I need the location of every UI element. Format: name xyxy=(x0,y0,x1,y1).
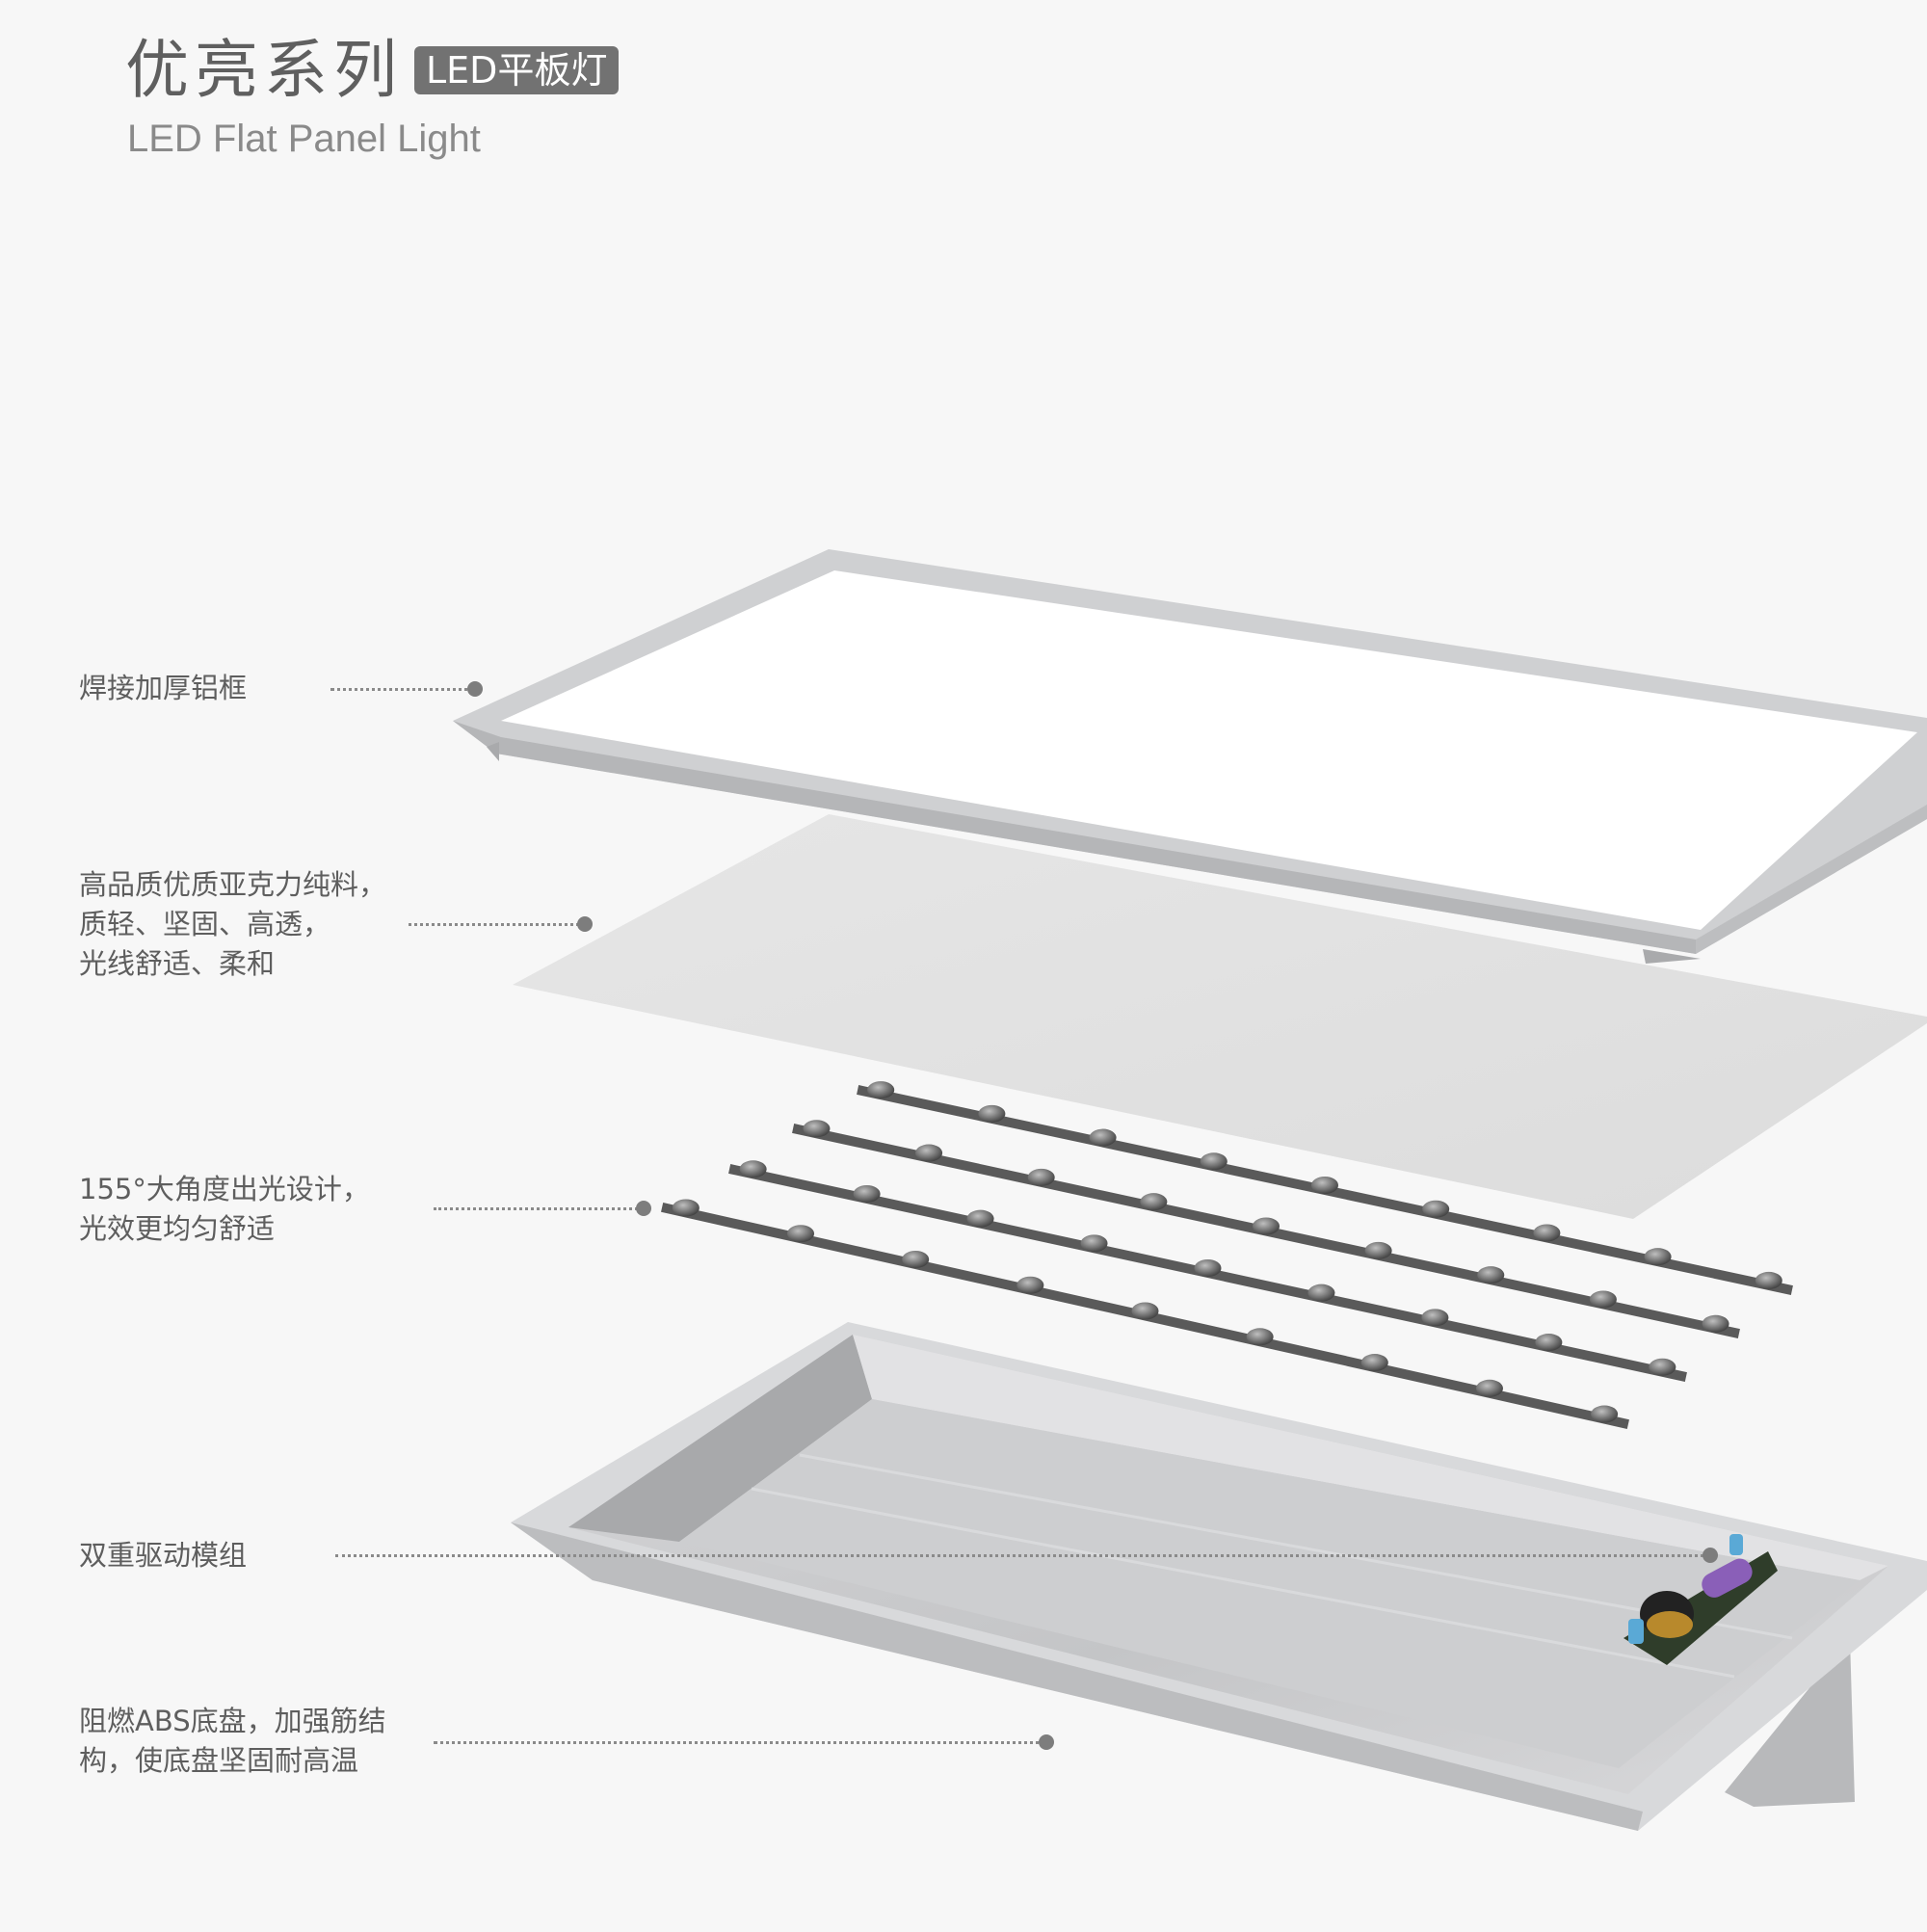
led-bead xyxy=(1131,1302,1159,1320)
led-bead xyxy=(1194,1259,1222,1277)
callout-frame: 焊接加厚铝框 xyxy=(79,672,248,704)
led-bead xyxy=(1591,1405,1619,1423)
led-bead xyxy=(803,1120,831,1138)
abs-base-tray xyxy=(511,1322,1927,1831)
callout-base: 阻燃ABS底盘，加强筋结 构，使底盘坚固耐高温 xyxy=(79,1705,386,1777)
leader-dot-led xyxy=(636,1201,651,1216)
led-bead xyxy=(915,1144,943,1162)
callout-driver: 双重驱动模组 xyxy=(79,1539,248,1572)
led-strips xyxy=(661,1081,1793,1429)
led-bead xyxy=(1311,1177,1338,1194)
leader-line-led xyxy=(434,1207,644,1210)
led-bead xyxy=(978,1104,1006,1123)
led-bead xyxy=(1080,1234,1108,1253)
led-bead xyxy=(1200,1152,1227,1171)
callout-led: 155°大角度出光设计， 光效更均匀舒适 xyxy=(79,1173,370,1245)
led-bead xyxy=(739,1160,767,1178)
leader-line-base xyxy=(434,1741,1046,1744)
product-badge: LED平板灯 xyxy=(414,46,620,94)
led-bead xyxy=(1307,1284,1335,1302)
leader-dot-driver xyxy=(1703,1548,1718,1563)
leader-dot-base xyxy=(1039,1734,1054,1750)
led-bead xyxy=(1421,1309,1449,1327)
led-bead xyxy=(1253,1217,1280,1235)
led-bead xyxy=(1246,1328,1274,1346)
leader-dot-diffuser xyxy=(577,916,593,932)
led-bead xyxy=(1140,1193,1168,1211)
series-title: 优亮系列 xyxy=(125,33,403,107)
led-bead xyxy=(1360,1354,1388,1372)
leader-line-driver xyxy=(335,1554,1710,1557)
led-bead xyxy=(1649,1358,1676,1376)
acrylic-diffuser-sheet xyxy=(513,814,1927,1219)
led-bead xyxy=(966,1209,994,1228)
aluminum-frame xyxy=(453,549,1927,964)
led-bead xyxy=(787,1225,815,1243)
led-bead xyxy=(1016,1276,1044,1294)
led-bead xyxy=(1644,1248,1672,1266)
driver-module xyxy=(1623,1534,1778,1665)
led-bead xyxy=(1027,1168,1055,1186)
led-bead xyxy=(902,1250,930,1268)
led-bead xyxy=(1477,1266,1505,1284)
led-bead xyxy=(1089,1128,1117,1147)
led-bead xyxy=(853,1184,881,1203)
english-subtitle: LED Flat Panel Light xyxy=(127,118,481,160)
led-bead xyxy=(1755,1271,1782,1289)
leader-line-frame xyxy=(330,688,475,691)
leader-dot-frame xyxy=(467,681,483,697)
callout-diffuser: 高品质优质亚克力纯料， 质轻、坚固、高透， 光线舒适、柔和 xyxy=(79,868,387,980)
led-bead xyxy=(672,1199,700,1217)
led-bead xyxy=(1364,1241,1392,1259)
led-bead xyxy=(1475,1379,1503,1397)
led-bead xyxy=(1422,1200,1450,1218)
led-bead xyxy=(1535,1334,1563,1352)
led-bead xyxy=(867,1081,895,1099)
led-bead xyxy=(1533,1224,1561,1242)
leader-line-diffuser xyxy=(409,923,585,926)
led-bead xyxy=(1589,1290,1617,1309)
led-bead xyxy=(1702,1314,1729,1333)
